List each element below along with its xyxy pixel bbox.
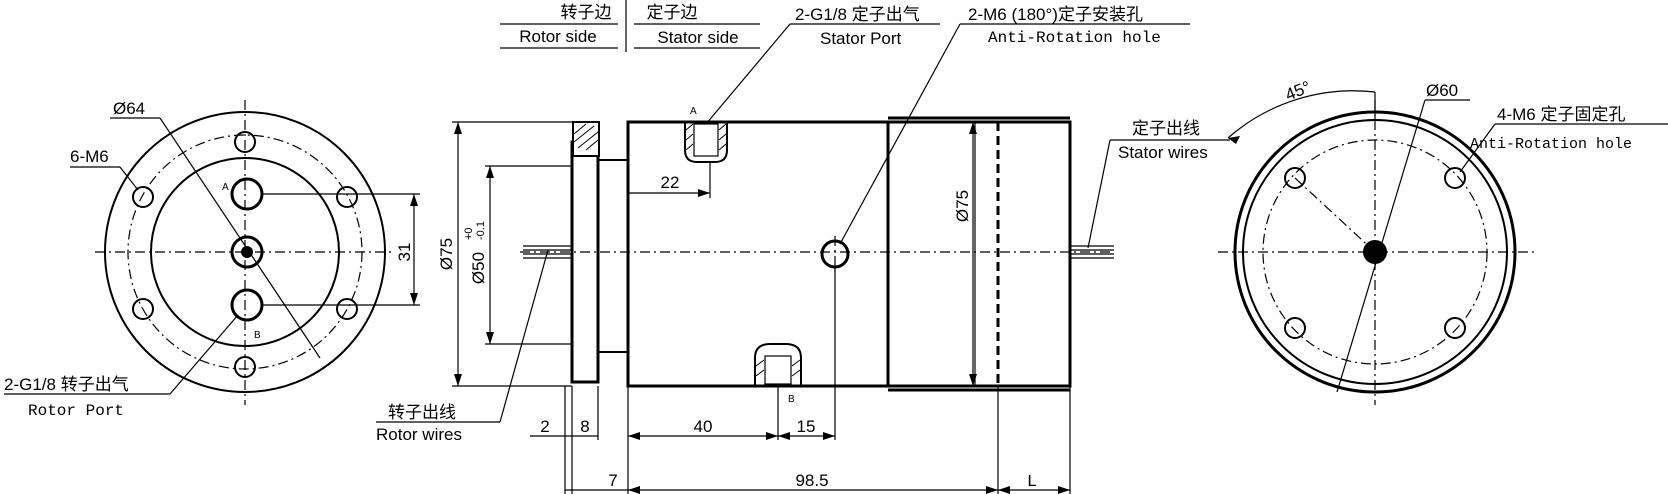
dia-60-label: Ø60 bbox=[1426, 81, 1458, 100]
rotor-port-cn: 2-G1/8 转子出气 bbox=[4, 375, 129, 394]
stator-wires-en: Stator wires bbox=[1118, 143, 1208, 162]
side-port-b-label: B bbox=[788, 394, 795, 405]
dim-dia-75-flange: Ø75 bbox=[437, 238, 456, 270]
dim-2: 2 bbox=[540, 417, 549, 436]
dim-7: 7 bbox=[608, 471, 617, 490]
right-end-view: 45° Ø60 4-M6 定子固定孔 Anti-Rotation hole bbox=[1218, 77, 1668, 405]
stator-side-en: Stator side bbox=[657, 28, 738, 47]
anti-rotation-cn: 2-M6 (180°)定子安装孔 bbox=[968, 5, 1143, 24]
fix-hole-cn: 4-M6 定子固定孔 bbox=[1497, 105, 1625, 124]
stator-port-cn: 2-G1/8 定子出气 bbox=[795, 5, 920, 24]
rotor-side-en: Rotor side bbox=[519, 27, 596, 46]
stator-port-en: Stator Port bbox=[820, 29, 902, 48]
anti-rotation-en: Anti-Rotation hole bbox=[988, 29, 1161, 47]
stator-side-cn: 定子边 bbox=[647, 3, 698, 22]
dia-64-label: Ø64 bbox=[113, 99, 145, 118]
fix-hole-en: Anti-Rotation hole bbox=[1470, 136, 1632, 153]
rotor-side-cn: 转子边 bbox=[561, 3, 612, 22]
dim-40: 40 bbox=[694, 417, 713, 436]
dim-31: 31 bbox=[395, 243, 414, 262]
dim-dia-50: Ø50 bbox=[469, 252, 488, 284]
angle-45: 45° bbox=[1282, 77, 1313, 104]
dim-98-5: 98.5 bbox=[795, 471, 828, 490]
rotor-wires-cn: 转子出线 bbox=[388, 403, 456, 422]
side-view: A B Ø75 Ø50 +0 -0.1 Ø75 bbox=[376, 5, 1230, 494]
dim-22: 22 bbox=[661, 173, 680, 192]
dim-8: 8 bbox=[580, 417, 589, 436]
dim-15: 15 bbox=[797, 417, 816, 436]
stator-wires-cn: 定子出线 bbox=[1132, 119, 1200, 138]
rotor-port-en: Rotor Port bbox=[28, 402, 124, 420]
dim-dia-50-tol-upper: +0 bbox=[463, 227, 475, 240]
dim-L: L bbox=[1027, 473, 1037, 492]
dim-dia-75-body: Ø75 bbox=[953, 190, 972, 222]
rotor-wires-en: Rotor wires bbox=[376, 425, 462, 444]
side-header: 转子边 Rotor side 定子边 Stator side bbox=[500, 0, 760, 52]
left-port-b-label: B bbox=[254, 330, 261, 341]
thread-6-m6-label: 6-M6 bbox=[70, 147, 109, 166]
left-end-view: A B 31 Ø64 6-M6 2-G1/8 转子出气 Rotor Port bbox=[4, 99, 420, 420]
dim-dia-50-tol-lower: -0.1 bbox=[475, 221, 487, 240]
left-port-a-label: A bbox=[222, 182, 229, 193]
side-port-a-label: A bbox=[690, 106, 697, 117]
